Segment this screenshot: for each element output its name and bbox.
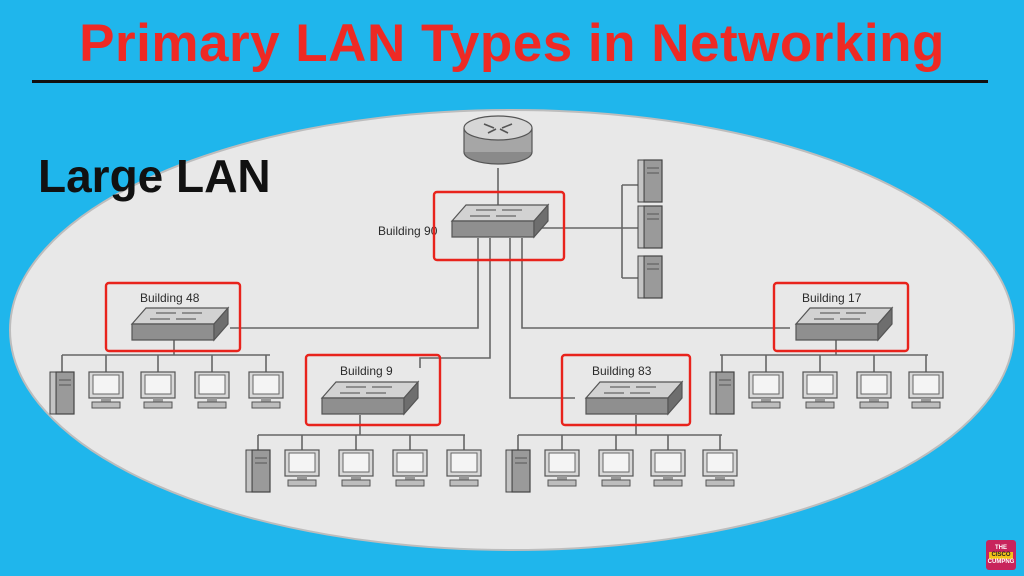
campus-ellipse — [9, 109, 1015, 551]
workstation-icon — [446, 449, 482, 487]
building-highlight-box — [104, 281, 242, 353]
workstation-icon — [88, 371, 124, 409]
slide-title: Primary LAN Types in Networking — [79, 14, 945, 73]
switch-icon — [321, 381, 419, 415]
server-icon — [637, 159, 663, 203]
building-highlight-box — [560, 353, 692, 427]
workstation-icon — [856, 371, 892, 409]
server-icon — [709, 371, 735, 415]
workstation-icon — [338, 449, 374, 487]
router-icon — [463, 115, 533, 165]
server-icon — [245, 449, 271, 493]
channel-logo-line: CISCO — [989, 551, 1013, 559]
workstation-icon — [194, 371, 230, 409]
workstation-icon — [748, 371, 784, 409]
building-label: Building 17 — [802, 291, 862, 305]
workstation-icon — [248, 371, 284, 409]
workstation-icon — [392, 449, 428, 487]
workstation-icon — [598, 449, 634, 487]
server-icon — [637, 255, 663, 299]
channel-logo: THE CISCO CUMPNG — [986, 540, 1016, 570]
core-highlight-box — [432, 190, 566, 262]
building-label: Building 48 — [140, 291, 200, 305]
switch-icon — [451, 204, 549, 238]
switch-icon — [795, 307, 893, 341]
workstation-icon — [284, 449, 320, 487]
title-underline — [32, 80, 988, 83]
core-switch-label: Building 90 — [378, 224, 438, 238]
building-highlight-box — [772, 281, 910, 353]
building-highlight-box — [304, 353, 442, 427]
workstation-icon — [140, 371, 176, 409]
server-icon — [505, 449, 531, 493]
building-label: Building 83 — [592, 364, 652, 378]
workstation-icon — [702, 449, 738, 487]
slide-subtitle: Large LAN — [38, 150, 271, 202]
server-icon — [49, 371, 75, 415]
workstation-icon — [908, 371, 944, 409]
core-links — [61, 168, 928, 450]
building-label: Building 9 — [340, 364, 393, 378]
workstation-icon — [650, 449, 686, 487]
switch-icon — [131, 307, 229, 341]
channel-logo-line: CUMPNG — [987, 558, 1015, 565]
workstation-icon — [544, 449, 580, 487]
server-icon — [637, 205, 663, 249]
channel-logo-line: THE — [995, 544, 1007, 551]
workstation-icon — [802, 371, 838, 409]
switch-icon — [585, 381, 683, 415]
